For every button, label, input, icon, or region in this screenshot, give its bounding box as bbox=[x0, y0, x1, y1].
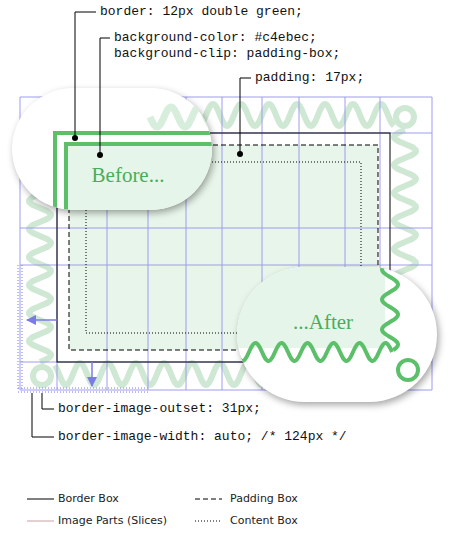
slice-line bbox=[20, 228, 432, 229]
magnified-detail bbox=[237, 267, 437, 402]
padding-fill bbox=[69, 145, 378, 350]
pill-caption: ...After bbox=[293, 310, 353, 335]
css-declaration: padding: 17px; bbox=[255, 70, 364, 85]
slice-line bbox=[222, 97, 223, 390]
css-declaration: background-color: #c4ebec; bbox=[114, 30, 317, 45]
magnifier-pill: Before... bbox=[12, 88, 212, 210]
padding-box bbox=[69, 145, 378, 350]
legend-text: Content Box bbox=[230, 514, 298, 527]
wave-corner bbox=[396, 108, 414, 126]
legend-sample bbox=[195, 496, 223, 502]
magnifier-pill: ...After bbox=[237, 267, 437, 402]
css-declaration: background-clip: padding-box; bbox=[114, 46, 340, 61]
leader-lines bbox=[32, 12, 251, 437]
legend-sample bbox=[195, 518, 223, 524]
css-declaration: border-image-outset: 31px; bbox=[58, 401, 261, 416]
pill-caption: Before... bbox=[92, 163, 165, 188]
wave-corner bbox=[33, 367, 51, 385]
css-declaration: border-image-width: auto; /* 124px */ bbox=[58, 429, 347, 444]
legend-text: Image Parts (Slices) bbox=[58, 514, 167, 527]
legend-sample bbox=[27, 496, 55, 502]
legend-sample bbox=[27, 518, 55, 524]
outset-measures bbox=[18, 265, 150, 392]
legend-text: Padding Box bbox=[230, 492, 298, 505]
border-box bbox=[57, 133, 390, 362]
legend-text: Border Box bbox=[58, 492, 119, 505]
magnified-detail bbox=[12, 88, 212, 210]
slice-line bbox=[20, 265, 432, 266]
css-declaration: border: 12px double green; bbox=[100, 4, 303, 19]
